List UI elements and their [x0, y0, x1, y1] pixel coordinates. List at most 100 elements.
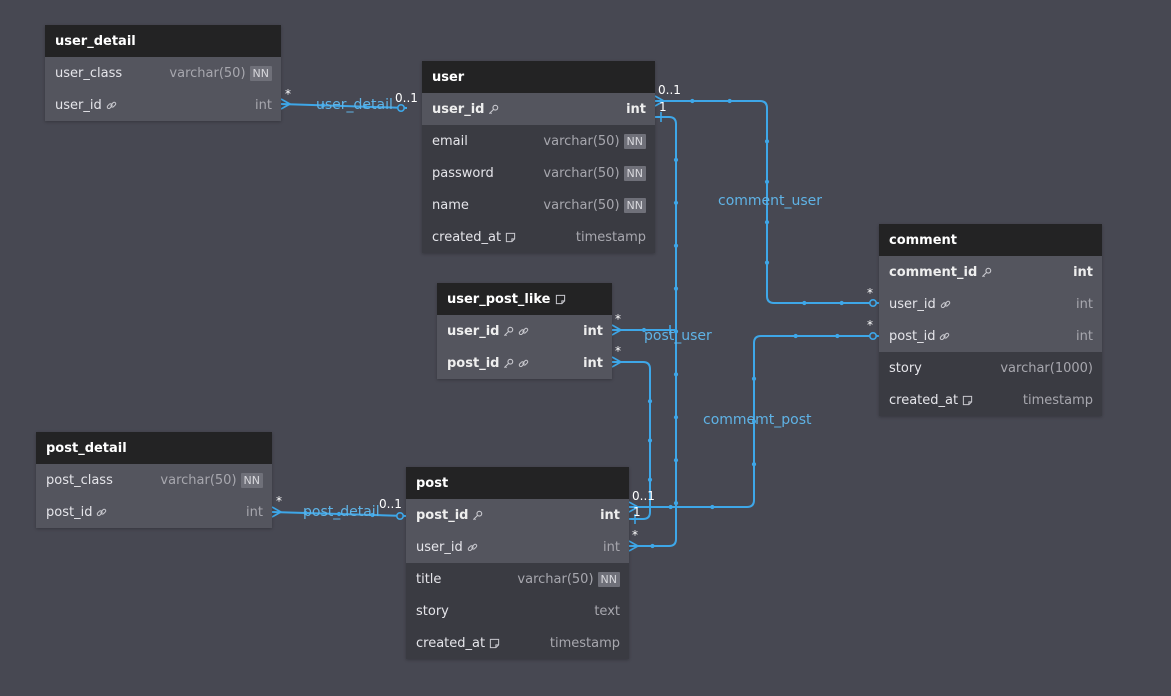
many-marker [271, 506, 283, 518]
column-name: user_id [416, 540, 478, 555]
relationship-label[interactable]: user_detail [316, 97, 393, 113]
table-title: user [432, 69, 465, 85]
waypoint-dot [751, 419, 757, 424]
waypoint-dot [647, 438, 653, 443]
relationship-label[interactable]: comment_user [718, 193, 823, 209]
column-row[interactable]: created_at timestamp [406, 627, 629, 659]
waypoint-dot [793, 333, 798, 339]
waypoint-dot [764, 139, 770, 144]
column-row[interactable]: story varchar(1000) [879, 352, 1102, 384]
table-header[interactable]: post [406, 467, 629, 499]
cardinality-label: * [867, 286, 873, 300]
key-icon [472, 510, 483, 521]
column-name-text: story [889, 360, 922, 376]
relationship-commemt-post[interactable] [628, 331, 879, 513]
link-icon [106, 100, 117, 111]
waypoint-dot [673, 372, 679, 377]
relationship-user-post-like-post[interactable] [611, 356, 653, 524]
column-row[interactable]: name varchar(50)NN [422, 189, 655, 221]
column-name-text: user_class [55, 65, 123, 81]
waypoint-dot [673, 501, 679, 506]
waypoint-dot [336, 511, 342, 517]
column-type: text [594, 604, 620, 619]
column-type-text: int [1076, 296, 1093, 312]
table-header[interactable]: user [422, 61, 655, 93]
relationship-user-detail[interactable] [280, 98, 408, 113]
many-marker [611, 356, 623, 368]
column-row[interactable]: post_id int [36, 496, 272, 528]
relationship-user-post-like-user[interactable] [611, 324, 676, 336]
column-name: story [416, 604, 449, 619]
link-icon [518, 358, 529, 369]
column-type: int [600, 508, 620, 523]
key-icon [981, 267, 992, 278]
cardinality-label: * [285, 87, 291, 101]
relationship-post-detail[interactable] [271, 506, 407, 520]
waypoint-dot [673, 200, 679, 205]
column-name-text: post_id [46, 504, 93, 520]
column-type: int [246, 505, 263, 520]
relationship-label[interactable]: commemt_post [703, 412, 812, 428]
column-type: int [1073, 265, 1093, 280]
column-row[interactable]: story text [406, 595, 629, 627]
waypoint-dot [839, 300, 844, 306]
column-type: timestamp [550, 636, 620, 651]
column-type-text: varchar(50) [160, 472, 237, 488]
table-header[interactable]: comment [879, 224, 1102, 256]
cardinality-label: 0..1 [632, 489, 655, 503]
column-type-text: varchar(1000) [1000, 360, 1093, 376]
column-name: password [432, 166, 494, 181]
link-icon [96, 507, 107, 518]
column-name: story [889, 361, 922, 376]
column-name: name [432, 198, 469, 213]
relationship-label[interactable]: post_detail [303, 504, 380, 520]
relationship-label[interactable]: post_user [644, 328, 712, 344]
column-name-text: name [432, 197, 469, 213]
column-type: int [626, 102, 646, 117]
cardinality-label: 1 [659, 100, 667, 114]
table-header[interactable]: post_detail [36, 432, 272, 464]
column-name: post_id [46, 505, 107, 520]
column-name-text: user_id [55, 97, 102, 113]
cardinality-label: 1 [633, 505, 641, 519]
column-name-text: post_id [889, 328, 936, 344]
many-marker [611, 324, 623, 336]
cardinality-label: 0..1 [379, 497, 402, 511]
not-null-badge: NN [623, 197, 646, 213]
column-type-text: varchar(50) [543, 197, 620, 213]
relationship-comment-user[interactable] [654, 95, 879, 307]
column-type-text: varchar(50) [169, 65, 246, 81]
waypoint-dot [673, 243, 679, 248]
waypoint-dot [668, 504, 673, 510]
table-header[interactable]: user_post_like [437, 283, 612, 315]
relationship-post-user[interactable] [628, 112, 679, 552]
table-header[interactable]: user_detail [45, 25, 281, 57]
column-name-text: password [432, 165, 494, 181]
column-name-text: created_at [416, 635, 486, 651]
column-name-text: email [432, 133, 468, 149]
column-type-text: int [626, 101, 646, 117]
